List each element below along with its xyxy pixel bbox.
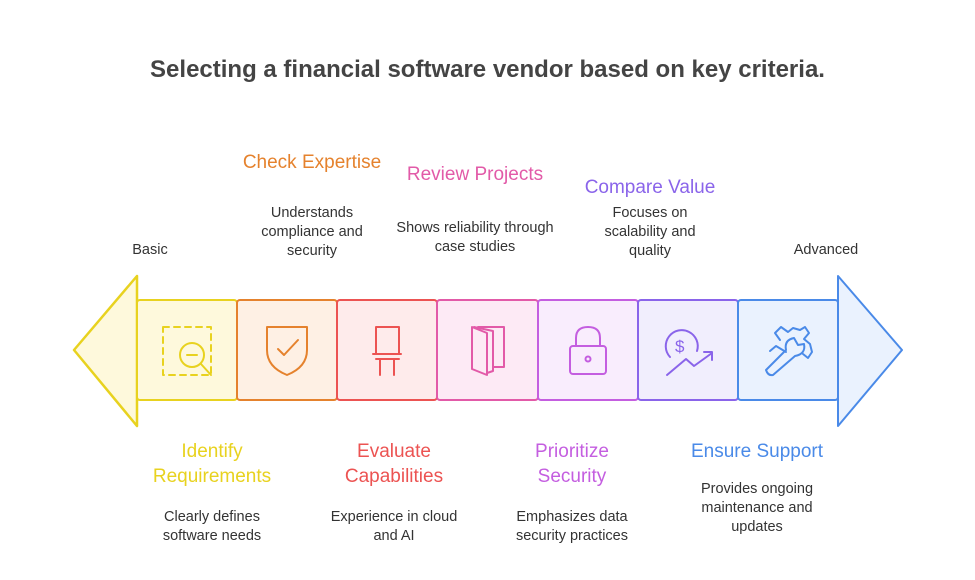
lock-icon xyxy=(569,326,607,375)
right-arrow-head xyxy=(837,275,903,427)
step-title: Identify Requirements xyxy=(152,441,272,487)
shield-check-icon xyxy=(266,326,308,376)
step-title: Prioritize Security xyxy=(535,441,609,487)
step-title: Evaluate Capabilities xyxy=(344,441,444,487)
search-selection-icon xyxy=(162,326,212,376)
step-description: Understands compliance and security xyxy=(261,205,363,259)
capacitor-icon xyxy=(372,326,402,376)
step-description: Provides ongoing maintenance and updates xyxy=(700,481,814,535)
step-title: Compare Value xyxy=(584,177,716,198)
step-description: Focuses on scalability and quality xyxy=(604,205,696,259)
step-description: Clearly defines software needs xyxy=(162,509,262,544)
scale-end-label: Advanced xyxy=(793,242,859,258)
dollar-growth-icon: $ xyxy=(664,329,713,376)
left-arrow-head xyxy=(72,274,139,428)
step-box xyxy=(737,299,839,401)
step-title: Review Projects xyxy=(406,164,544,185)
step-description: Shows reliability through case studies xyxy=(396,220,554,255)
step-title: Ensure Support xyxy=(690,441,824,462)
step-box xyxy=(236,299,338,401)
scale-start-label: Basic xyxy=(132,242,168,258)
gear-wrench-icon xyxy=(765,326,813,377)
step-title: Check Expertise xyxy=(242,152,382,173)
diagram-title: Selecting a financial software vendor ba… xyxy=(150,56,825,83)
step-box xyxy=(637,299,739,401)
step-box xyxy=(537,299,639,401)
step-description: Emphasizes data security practices xyxy=(515,509,628,544)
step-box xyxy=(336,299,438,401)
step-description: Experience in cloud and AI xyxy=(330,509,458,544)
svg-text:$: $ xyxy=(675,337,685,356)
book-icon xyxy=(471,326,505,376)
